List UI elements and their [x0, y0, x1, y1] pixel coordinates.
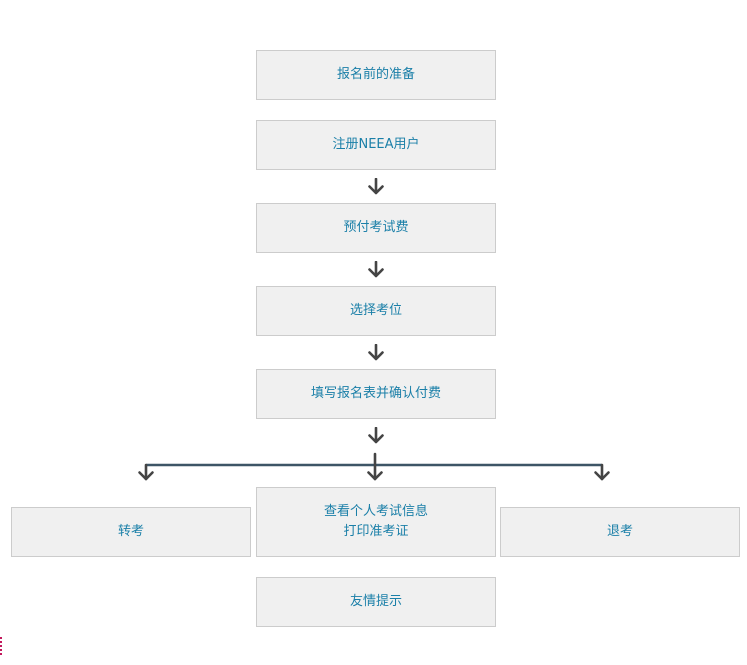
arrow-down-icon	[368, 344, 384, 361]
step-fill-form-box[interactable]: 填写报名表并确认付费	[256, 369, 496, 419]
option-view-info-line1: 查看个人考试信息	[323, 504, 428, 519]
step-prep-box[interactable]: 报名前的准备	[256, 50, 496, 100]
option-withdraw-label: 退考	[606, 524, 633, 539]
tips-box[interactable]: 友情提示	[256, 577, 496, 627]
edge-marker	[0, 637, 3, 655]
step-prepay-label: 预付考试费	[343, 220, 409, 235]
step-select-site-label: 选择考位	[349, 303, 402, 318]
arrow-down-icon	[368, 178, 384, 195]
step-register-box[interactable]: 注册NEEA用户	[256, 120, 496, 170]
step-prep-label: 报名前的准备	[336, 67, 415, 82]
option-withdraw-box[interactable]: 退考	[500, 507, 740, 557]
option-transfer-label: 转考	[117, 524, 144, 539]
option-view-info-box[interactable]: 查看个人考试信息 打印准考证	[256, 487, 496, 557]
step-prepay-box[interactable]: 预付考试费	[256, 203, 496, 253]
step-select-site-box[interactable]: 选择考位	[256, 286, 496, 336]
option-view-info-line2: 打印准考证	[343, 524, 409, 539]
arrow-down-icon	[368, 261, 384, 278]
step-register-label: 注册NEEA用户	[332, 137, 420, 152]
arrow-down-icon	[368, 427, 384, 444]
tips-label: 友情提示	[349, 594, 402, 609]
option-transfer-box[interactable]: 转考	[11, 507, 251, 557]
step-fill-form-label: 填写报名表并确认付费	[310, 386, 441, 401]
